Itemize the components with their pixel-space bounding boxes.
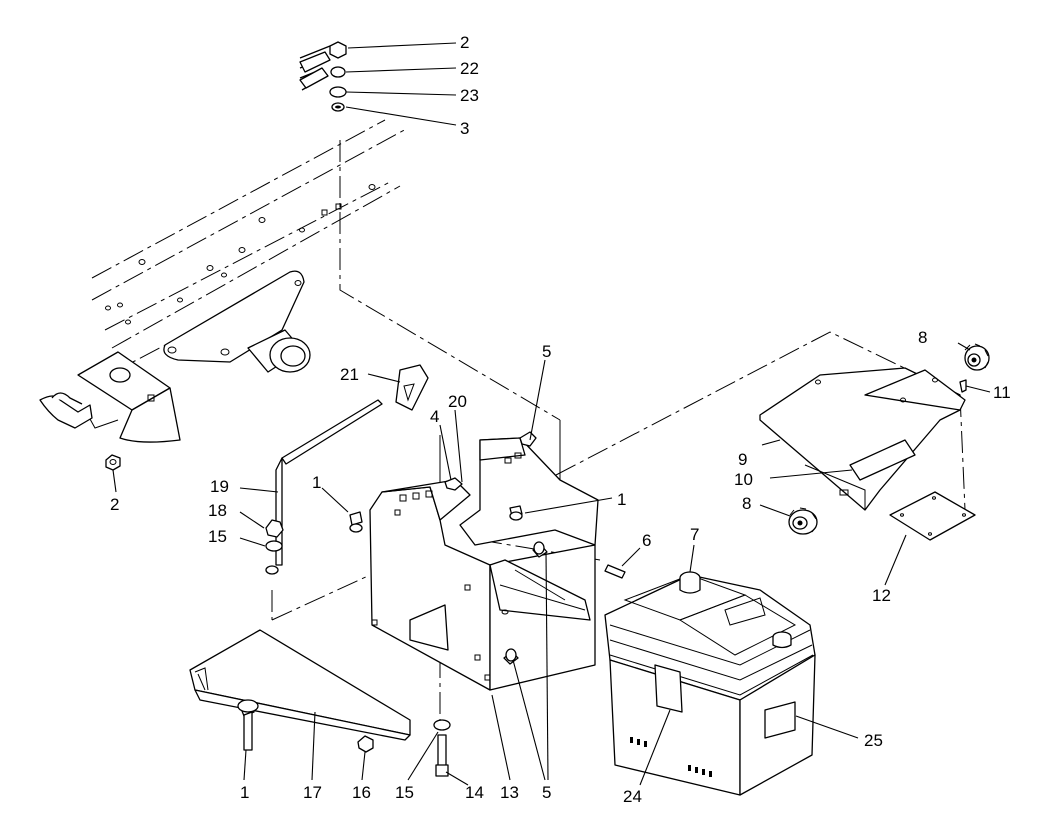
knob-mid bbox=[788, 507, 818, 535]
callout-8-mid: 8 bbox=[742, 494, 751, 513]
callout-18: 18 bbox=[208, 501, 227, 520]
callout-20: 20 bbox=[448, 392, 467, 411]
callout-15-bottom: 15 bbox=[395, 783, 414, 802]
callout-12: 12 bbox=[872, 586, 891, 605]
tray-bolts bbox=[349, 431, 626, 665]
callout-16: 16 bbox=[352, 783, 371, 802]
callout-14: 14 bbox=[465, 783, 484, 802]
callout-24: 24 bbox=[623, 787, 642, 806]
callout-labels: 2 22 23 3 2 5 8 11 21 20 4 9 10 19 1 1 8… bbox=[110, 33, 1011, 806]
callout-10: 10 bbox=[734, 470, 753, 489]
screw-11 bbox=[959, 379, 967, 393]
callout-1-left: 1 bbox=[312, 473, 321, 492]
callout-3: 3 bbox=[460, 119, 469, 138]
callout-11: 11 bbox=[993, 383, 1011, 402]
callout-22: 22 bbox=[460, 59, 479, 78]
callout-6: 6 bbox=[642, 531, 651, 550]
callout-4: 4 bbox=[430, 407, 439, 426]
callout-23: 23 bbox=[460, 86, 479, 105]
callout-9: 9 bbox=[738, 450, 747, 469]
clip bbox=[395, 364, 429, 411]
callout-15-left: 15 bbox=[208, 527, 227, 546]
knob-top bbox=[964, 343, 990, 371]
pad bbox=[889, 491, 976, 541]
callout-7: 7 bbox=[690, 525, 699, 544]
callout-1-right: 1 bbox=[617, 490, 626, 509]
callout-17: 17 bbox=[303, 783, 322, 802]
callout-13: 13 bbox=[500, 783, 519, 802]
callout-25: 25 bbox=[864, 731, 883, 750]
callout-5-top: 5 bbox=[542, 342, 551, 361]
pivot-bracket bbox=[39, 270, 311, 443]
callout-1-bottom: 1 bbox=[240, 783, 249, 802]
callout-5-bottom: 5 bbox=[542, 783, 551, 802]
callout-19: 19 bbox=[210, 477, 229, 496]
top-hardware-stack bbox=[299, 41, 347, 112]
battery-tray bbox=[369, 437, 599, 691]
battery bbox=[604, 571, 816, 796]
nut-left bbox=[105, 454, 121, 471]
callout-2-top: 2 bbox=[460, 33, 469, 52]
lower-hardware bbox=[357, 719, 451, 777]
callout-2-left: 2 bbox=[110, 495, 119, 514]
cable-rod bbox=[265, 399, 383, 575]
frame-holes bbox=[105, 184, 376, 325]
leader-lines bbox=[112, 42, 991, 786]
heat-shield bbox=[189, 629, 411, 751]
battery-cover bbox=[759, 367, 966, 511]
callout-8-top: 8 bbox=[918, 328, 927, 347]
callout-21: 21 bbox=[340, 365, 359, 384]
